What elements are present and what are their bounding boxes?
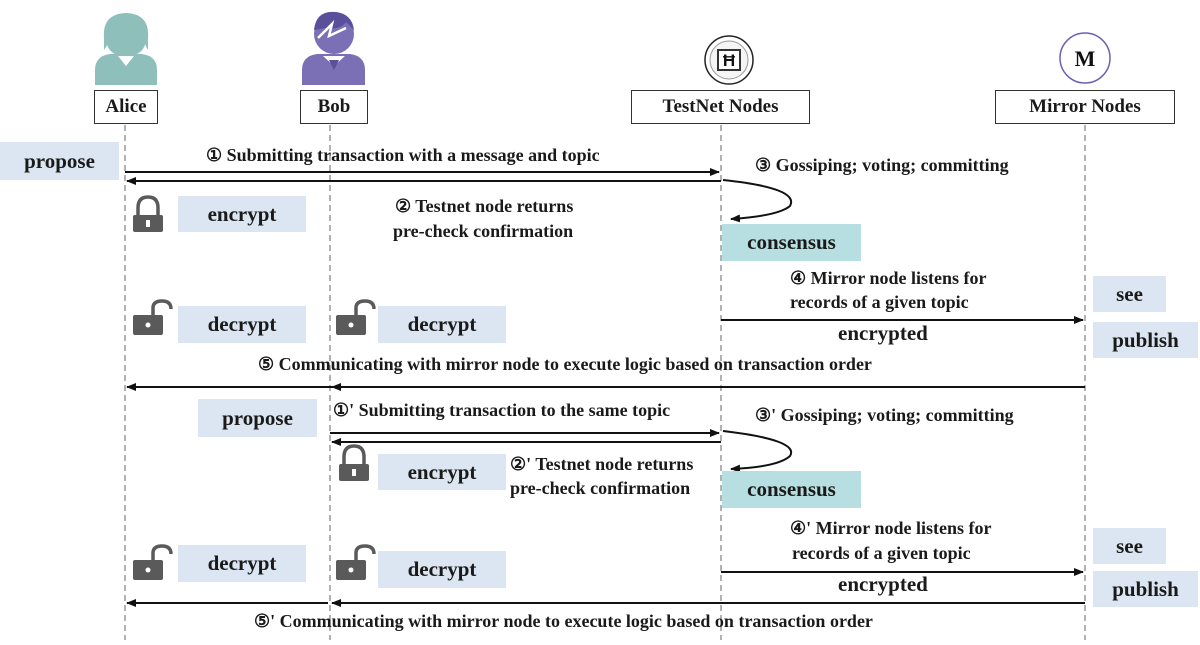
message-communicate: ⑤ Communicating with mirror node to exec… bbox=[258, 354, 872, 374]
unlock-icon bbox=[133, 299, 173, 335]
tag-encrypt: encrypt bbox=[378, 454, 506, 490]
tag-propose: propose bbox=[0, 142, 119, 180]
message-communicate-2: ⑤' Communicating with mirror node to exe… bbox=[254, 611, 873, 631]
tag-decrypt: decrypt bbox=[178, 306, 306, 343]
tag-decrypt: decrypt bbox=[378, 306, 506, 343]
unlock-icon bbox=[133, 544, 173, 580]
actor-mirror-nodes: Mirror Nodes bbox=[995, 90, 1175, 124]
unlock-icon bbox=[336, 544, 376, 580]
actor-bob: Bob bbox=[300, 90, 368, 124]
message-precheck-line2: pre-check confirmation bbox=[393, 221, 574, 241]
tag-consensus: consensus bbox=[722, 224, 861, 261]
tag-publish: publish bbox=[1093, 322, 1198, 358]
mirror-glyph: M bbox=[1075, 46, 1096, 71]
arrow-m3b-gossip bbox=[722, 430, 793, 473]
message-submit: ① Submitting transaction with a message … bbox=[206, 145, 600, 165]
tag-decrypt: decrypt bbox=[178, 545, 306, 582]
message-gossip: ③ Gossiping; voting; committing bbox=[755, 155, 1009, 175]
bob-avatar-icon bbox=[302, 11, 365, 85]
label-encrypted: encrypted bbox=[838, 572, 928, 596]
tag-see: see bbox=[1093, 528, 1166, 564]
hedera-logo-icon bbox=[704, 35, 754, 85]
tag-see: see bbox=[1093, 276, 1166, 312]
mirror-logo-icon bbox=[1059, 32, 1111, 84]
label-encrypted: encrypted bbox=[838, 321, 928, 345]
tag-consensus: consensus bbox=[722, 471, 861, 508]
arrow-m3-gossip bbox=[722, 179, 793, 223]
actor-testnet-nodes: TestNet Nodes bbox=[631, 90, 810, 124]
message-listen-2-line2: records of a given topic bbox=[792, 543, 971, 563]
actor-alice: Alice bbox=[94, 90, 158, 124]
alice-avatar-icon bbox=[95, 13, 157, 85]
tag-encrypt: encrypt bbox=[178, 196, 306, 232]
message-submit-2: ①' Submitting transaction to the same to… bbox=[333, 400, 671, 420]
tag-propose: propose bbox=[198, 399, 317, 437]
hedera-glyph: Ħ bbox=[723, 51, 736, 70]
message-listen-2-line1: ④' Mirror node listens for bbox=[790, 518, 992, 538]
unlock-icon bbox=[336, 299, 376, 335]
message-precheck-2-line2: pre-check confirmation bbox=[510, 478, 691, 498]
message-precheck-line1: ② Testnet node returns bbox=[395, 196, 574, 216]
tag-decrypt: decrypt bbox=[378, 551, 506, 588]
lock-icon bbox=[339, 444, 369, 481]
lock-icon bbox=[133, 195, 163, 232]
message-precheck-2-line1: ②' Testnet node returns bbox=[510, 454, 694, 474]
tag-publish: publish bbox=[1093, 571, 1198, 607]
message-listen-line2: records of a given topic bbox=[790, 292, 969, 312]
message-gossip-2: ③' Gossiping; voting; committing bbox=[755, 405, 1014, 425]
message-listen-line1: ④ Mirror node listens for bbox=[790, 268, 987, 288]
